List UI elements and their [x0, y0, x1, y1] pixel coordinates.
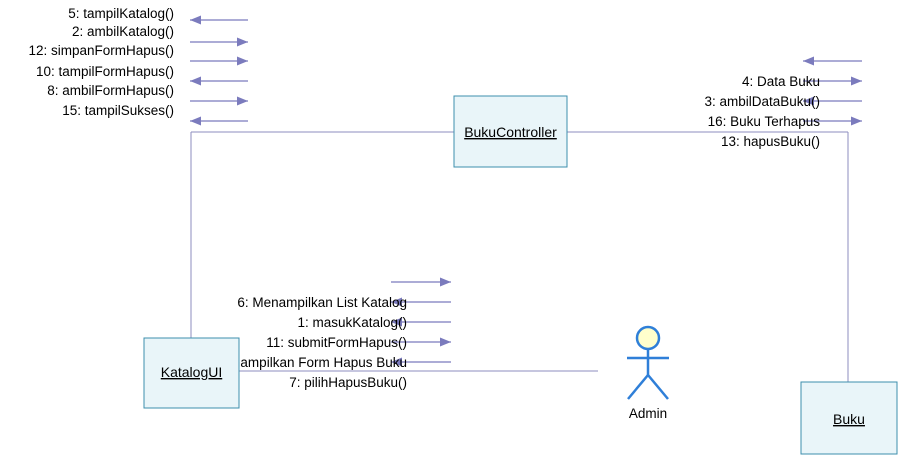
message-arrow — [391, 317, 451, 327]
object-name: Buku — [833, 411, 865, 427]
object-katalog-ui[interactable]: KatalogUI — [143, 337, 240, 409]
message-label: 8: ambilFormHapus() — [47, 83, 174, 98]
message-arrow — [190, 37, 248, 47]
message-label: 5: tampilKatalog() — [68, 6, 174, 21]
message-label: 6: Menampilkan List Katalog — [237, 295, 407, 310]
object-buku-controller[interactable]: BukuController — [453, 95, 568, 168]
message-arrow — [190, 15, 248, 25]
messages-actor-ui: 6: Menampilkan List Katalog 1: masukKata… — [199, 277, 451, 390]
message-label: 7: pilihHapusBuku() — [289, 375, 407, 390]
object-name: KatalogUI — [161, 364, 222, 380]
message-label: 13: hapusBuku() — [721, 134, 820, 149]
messages-controller-buku: 4: Data Buku 3: ambilDataBuku() 16: Buku… — [704, 56, 862, 149]
message-label: 11: submitFormHapus() — [266, 335, 407, 350]
stick-figure-actor-icon — [627, 325, 669, 400]
message-arrow — [190, 76, 248, 86]
actor-label: Admin — [629, 406, 667, 421]
message-label: 9: Menampilkan Form Hapus Buku — [199, 355, 407, 370]
messages-ui-controller: 5: tampilKatalog() 2: ambilKatalog() 12:… — [28, 6, 248, 126]
message-arrow — [391, 357, 451, 367]
message-arrow — [391, 297, 451, 307]
message-label: 3: ambilDataBuku() — [704, 94, 820, 109]
message-label: 15: tampilSukses() — [62, 103, 174, 118]
message-label: 1: masukKatalog() — [297, 315, 407, 330]
message-arrow — [803, 116, 862, 126]
message-label: 2: ambilKatalog() — [72, 24, 174, 39]
message-label: 16: Buku Terhapus — [708, 114, 821, 129]
object-buku[interactable]: Buku — [800, 381, 898, 455]
message-arrow — [190, 56, 248, 66]
message-arrow — [391, 277, 451, 287]
message-arrow — [803, 56, 862, 66]
message-arrow — [190, 116, 248, 126]
message-arrow — [803, 96, 862, 106]
message-arrow — [391, 337, 451, 347]
association-links — [190, 131, 849, 382]
object-name: BukuController — [464, 124, 557, 140]
message-arrow — [190, 96, 248, 106]
message-arrow — [803, 76, 862, 86]
message-label: 12: simpanFormHapus() — [28, 43, 174, 58]
actor-admin[interactable]: Admin — [627, 325, 669, 421]
message-label: 10: tampilFormHapus() — [36, 64, 174, 79]
message-label: 4: Data Buku — [742, 74, 820, 89]
